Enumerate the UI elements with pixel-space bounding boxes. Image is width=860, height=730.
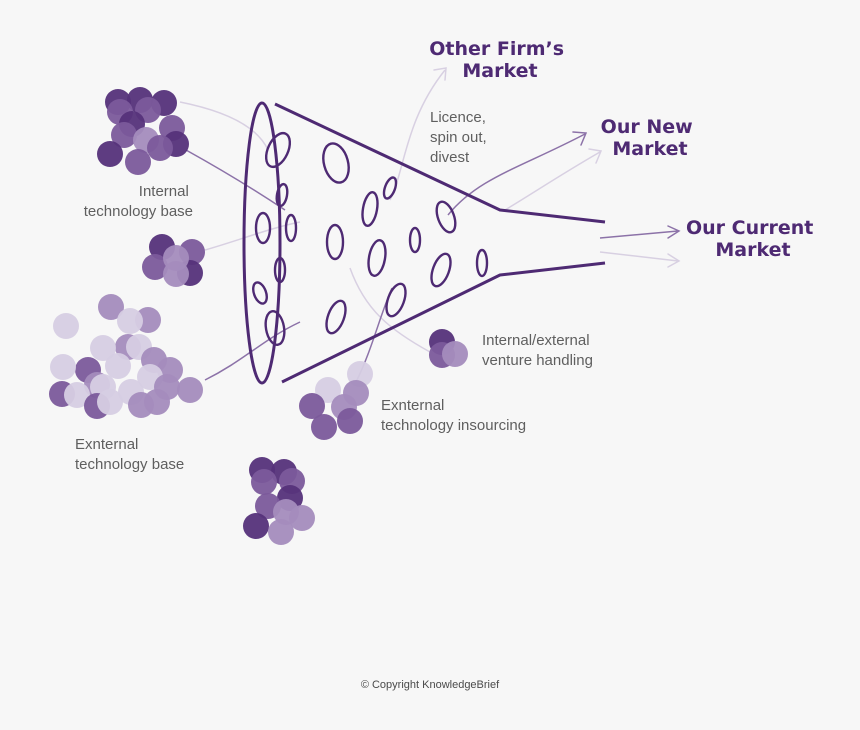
label-our-current-market: Our Current Market [686,217,820,261]
technology-dot [144,389,170,415]
technology-dot [289,505,315,531]
label-internal-technology-base: Internal technology base [84,183,193,220]
technology-dot [243,513,269,539]
technology-dot [142,254,168,280]
technology-dot [125,149,151,175]
cluster-external-technology-base [49,294,203,419]
funnel-hole [284,213,298,243]
technology-dot [147,135,173,161]
technology-dot [50,354,76,380]
funnel-holes [252,131,489,347]
label-line: Other Firm’s [429,38,564,60]
connector-internal-to-funnel-lower [185,149,286,211]
technology-dot [268,519,294,545]
cluster-venture-handling [429,329,468,368]
connector-venture [349,267,431,353]
label-other-firms-market: Other Firm’s Market [429,38,570,82]
cluster-technology-insourcing [299,361,373,440]
arrow-to-current-market-2 [599,251,679,262]
technology-dot [64,382,90,408]
label-line: divest [430,149,470,166]
connector-middle-cluster [204,221,301,251]
funnel [242,101,606,385]
cluster-internal-technology-base [97,87,189,175]
funnel-hole [475,248,489,278]
funnel-hole [252,281,268,305]
arrow-to-current-market-1 [599,230,679,239]
funnel-mouth [242,101,282,385]
funnel-hole [435,200,457,234]
funnel-hole [430,252,452,288]
funnel-hole [382,176,398,200]
label-line: Internal/external [482,332,590,349]
label-our-new-market: Our New Market [601,116,700,160]
arrow-to-new-market-1 [447,133,586,216]
technology-dot [299,393,325,419]
funnel-hole [361,191,379,227]
arrow-to-new-market-2 [504,151,601,211]
technology-dot [442,341,468,367]
arrowhead-other-firms [433,67,447,81]
technology-dot [337,408,363,434]
cluster-internal-technology-small [142,234,205,287]
cluster-bottom [243,457,315,545]
technology-dot [90,335,116,361]
label-line: Market [612,138,687,160]
technology-dot [98,294,124,320]
funnel-hole [322,142,350,184]
technology-dot [311,414,337,440]
technology-dot [315,377,341,403]
label-line: Licence, [430,109,486,126]
arrowhead-new-market-2 [588,148,603,164]
label-venture-handling: Internal/external venture handling [482,332,594,369]
technology-dot [251,469,277,495]
funnel-hole [254,211,272,245]
technology-dot [97,141,123,167]
funnel-hole [264,131,292,169]
technology-dot [105,353,131,379]
connector-internal-to-funnel [179,101,269,151]
label-line: technology base [75,456,184,473]
label-line: Our New [601,116,693,138]
label-line: spin out, [430,129,487,146]
label-line: Our Current [686,217,813,239]
funnel-hole [273,256,287,284]
copyright-notice: © Copyright KnowledgeBrief [361,679,500,691]
label-line: technology base [84,203,193,220]
technology-dot [53,313,79,339]
funnel-bottom-edge [281,261,606,384]
label-line: Internal [139,183,189,200]
label-external-technology-base: Exnternal technology base [75,436,184,473]
arrowhead-current-market-1 [667,225,681,239]
technology-dot [111,122,137,148]
label-technology-insourcing: Exnternal technology insourcing [381,397,526,434]
technology-clusters [49,87,468,545]
arrowhead-current-market-2 [667,253,681,268]
label-line: Market [715,239,790,261]
label-line: technology insourcing [381,417,526,434]
technology-dot [97,389,123,415]
connector-external-base [204,321,301,381]
label-licence-spin-out-divest: Licence, spin out, divest [430,109,491,166]
technology-dot [117,308,143,334]
funnel-hole [264,309,286,347]
label-line: Exnternal [75,436,138,453]
funnel-hole [367,239,387,277]
technology-dot [163,261,189,287]
label-line: Exnternal [381,397,444,414]
funnel-hole [385,282,407,318]
label-line: venture handling [482,352,593,369]
label-line: Market [462,60,537,82]
funnel-top-edge [274,102,606,224]
arrowheads [433,67,681,268]
funnel-hole [275,182,289,208]
funnel-hole [408,226,422,254]
funnel-hole [325,299,347,335]
technology-dot [177,377,203,403]
funnel-hole [325,223,345,261]
arrowhead-new-market-1 [572,131,588,146]
